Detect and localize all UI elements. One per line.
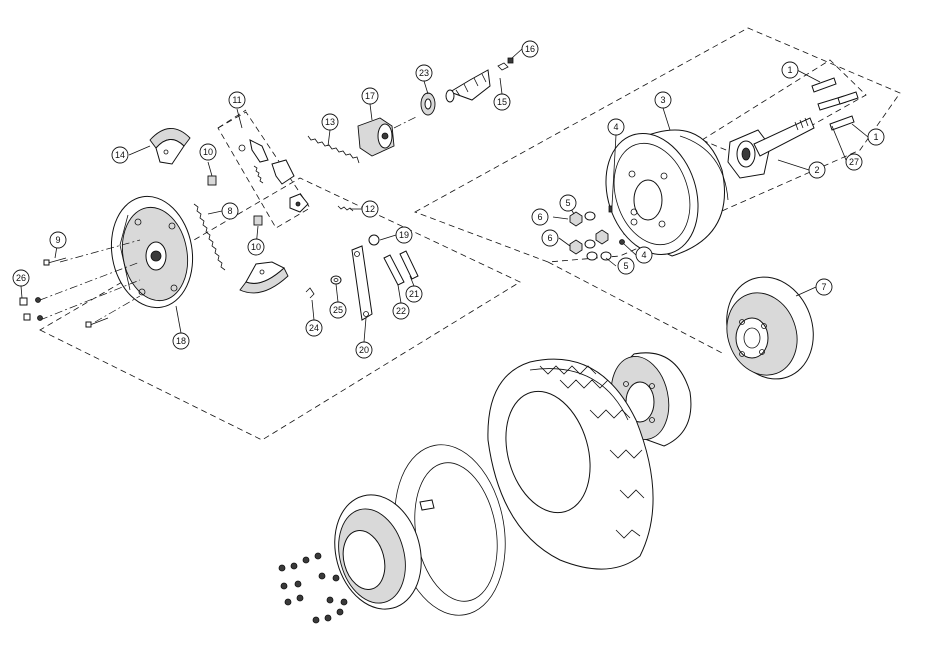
wheel-studs [811, 77, 859, 131]
tire [487, 358, 654, 570]
spring-12 [337, 205, 354, 212]
callout-1-right-label: 1 [873, 132, 878, 142]
parking-lever-20 [351, 234, 380, 321]
wheel-rim-half-lower [334, 494, 422, 610]
callout-6-top-label: 6 [537, 212, 542, 222]
callout-3-label: 3 [660, 95, 665, 105]
backing-plate-bolts [19, 239, 141, 328]
brake-assembly-outline [39, 177, 521, 441]
callout-12: 12 [361, 200, 379, 218]
bearing-23 [420, 92, 436, 116]
callout-17-label: 17 [365, 91, 375, 101]
adjuster-hardware-11 [249, 139, 309, 213]
leader-lines [20, 48, 869, 343]
callout-27: 27 [845, 153, 863, 171]
callout-5-top-label: 5 [565, 198, 570, 208]
callout-7: 7 [815, 278, 833, 296]
callout-16: 16 [521, 40, 539, 58]
callout-21-label: 21 [409, 289, 419, 299]
callout-18: 18 [172, 332, 190, 350]
callout-18-label: 18 [176, 336, 186, 346]
callout-25: 25 [329, 301, 347, 319]
callout-13-label: 13 [325, 117, 335, 127]
callout-6-bottom-label: 6 [547, 233, 552, 243]
callout-5-top: 5 [559, 194, 577, 212]
callout-17: 17 [361, 87, 379, 105]
brake-shoe-upper [149, 128, 191, 165]
callout-22-label: 22 [396, 306, 406, 316]
callout-4-top-label: 4 [613, 122, 618, 132]
return-spring-8 [193, 203, 226, 271]
callout-12-label: 12 [365, 204, 375, 214]
backing-plate [110, 195, 194, 309]
struts-21-22 [383, 250, 419, 286]
callout-7-label: 7 [821, 282, 826, 292]
callout-10-top-label: 10 [203, 147, 213, 157]
callout-10-bottom-label: 10 [251, 242, 261, 252]
hardware-kit-outline [217, 111, 311, 229]
seal-16 [497, 57, 514, 71]
callout-26: 26 [12, 269, 30, 287]
loose-nuts-bolts [278, 552, 348, 624]
callout-1-top-label: 1 [787, 65, 792, 75]
hold-down-clips [207, 144, 263, 226]
callout-11-label: 11 [232, 95, 241, 105]
callout-11: 11 [228, 91, 246, 109]
lug-nuts-washers [569, 205, 638, 261]
callout-27-label: 27 [849, 157, 859, 167]
callout-4-top: 4 [607, 118, 625, 136]
callout-5-bottom: 5 [617, 257, 635, 275]
callout-15: 15 [493, 93, 511, 111]
callout-4-bottom: 4 [635, 246, 653, 264]
callout-1-right: 1 [867, 128, 885, 146]
callout-8: 8 [221, 202, 239, 220]
callout-14-label: 14 [115, 150, 125, 160]
callout-21: 21 [405, 285, 423, 303]
callout-9: 9 [49, 231, 67, 249]
callout-19: 19 [395, 226, 413, 244]
callout-19-label: 19 [399, 230, 409, 240]
callout-16-label: 16 [525, 44, 535, 54]
callout-25-label: 25 [333, 305, 343, 315]
callout-10-bottom: 10 [247, 238, 265, 256]
wheel-rim-half-upper [726, 276, 814, 380]
callout-2-label: 2 [814, 165, 819, 175]
callout-6-top: 6 [531, 208, 549, 226]
callout-4-bottom-label: 4 [641, 250, 646, 260]
brake-drum [605, 129, 729, 257]
bearing-cone-15 [445, 69, 491, 103]
callout-14: 14 [111, 146, 129, 164]
callout-3: 3 [654, 91, 672, 109]
callout-26-label: 26 [16, 273, 26, 283]
callout-24: 24 [305, 319, 323, 337]
callout-23: 23 [415, 64, 433, 82]
washer-25 [330, 275, 342, 285]
callout-20: 20 [355, 341, 373, 359]
callout-22: 22 [392, 302, 410, 320]
axle-spindle [727, 117, 815, 179]
callout-10-top: 10 [199, 143, 217, 161]
callout-23-label: 23 [419, 68, 429, 78]
spring-13 [307, 135, 360, 164]
wheel-cylinder [357, 115, 419, 157]
callout-24-label: 24 [309, 323, 319, 333]
callout-8-label: 8 [227, 206, 232, 216]
callout-6-bottom: 6 [541, 229, 559, 247]
callout-9-label: 9 [55, 235, 60, 245]
drum-to-wheel-outline [547, 261, 725, 355]
callout-15-label: 15 [497, 97, 507, 107]
callout-13: 13 [321, 113, 339, 131]
clip-24 [305, 287, 315, 299]
callout-5-bottom-label: 5 [623, 261, 628, 271]
brake-shoe-lower [239, 261, 289, 294]
callout-20-label: 20 [359, 345, 369, 355]
callout-1-top: 1 [781, 61, 799, 79]
callouts: 1 1 2 3 4 4 5 5 6 6 7 8 9 10 10 11 12 13… [12, 40, 885, 359]
callout-2: 2 [808, 161, 826, 179]
